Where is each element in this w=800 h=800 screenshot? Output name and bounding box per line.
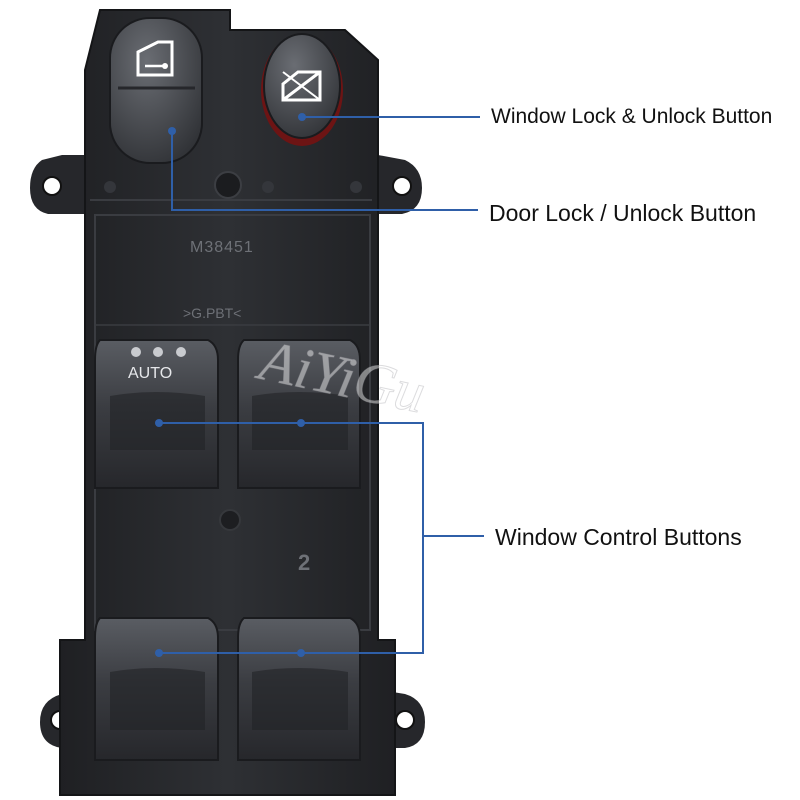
housing-bump	[350, 181, 362, 193]
housing-bump	[262, 181, 274, 193]
window-key-driver[interactable]: AUTO	[94, 339, 219, 489]
leader-window-controls	[159, 422, 424, 654]
mount-hole-bottom-right	[395, 710, 415, 730]
leader-door-lock	[171, 131, 478, 211]
auto-label: AUTO	[128, 365, 172, 382]
leader-dots	[155, 113, 306, 657]
leader-dot	[298, 113, 306, 121]
window-key-rear-right[interactable]	[237, 617, 361, 761]
switch-housing	[30, 9, 425, 796]
callout-window-lock: Window Lock & Unlock Button	[491, 105, 773, 128]
screw-recess	[214, 171, 242, 199]
leader-dot	[297, 419, 305, 427]
leader-dot	[168, 127, 176, 135]
mount-hole-right	[392, 176, 412, 196]
leader-dot	[297, 649, 305, 657]
material-code: >G.PBT<	[183, 305, 241, 321]
callout-window-controls: Window Control Buttons	[495, 524, 742, 550]
window-lock-icon	[281, 70, 322, 102]
callout-door-lock: Door Lock / Unlock Button	[489, 200, 757, 226]
mount-hole-left	[42, 176, 62, 196]
housing-panel	[94, 214, 371, 631]
position-number: 2	[298, 550, 310, 575]
housing-bump	[104, 181, 116, 193]
leader-dot	[155, 649, 163, 657]
door-lock-button[interactable]	[109, 17, 203, 164]
part-number: M38451	[190, 239, 254, 256]
lower-recess	[219, 509, 241, 531]
housing-body	[59, 9, 396, 796]
auto-indicator	[131, 347, 141, 357]
leader-dot	[155, 419, 163, 427]
auto-indicator	[176, 347, 186, 357]
window-key-rear-left[interactable]	[94, 617, 219, 761]
leader-lines	[159, 116, 484, 654]
door-lock-icon	[136, 40, 174, 77]
auto-indicator	[153, 347, 163, 357]
window-lock-button[interactable]	[261, 33, 343, 146]
